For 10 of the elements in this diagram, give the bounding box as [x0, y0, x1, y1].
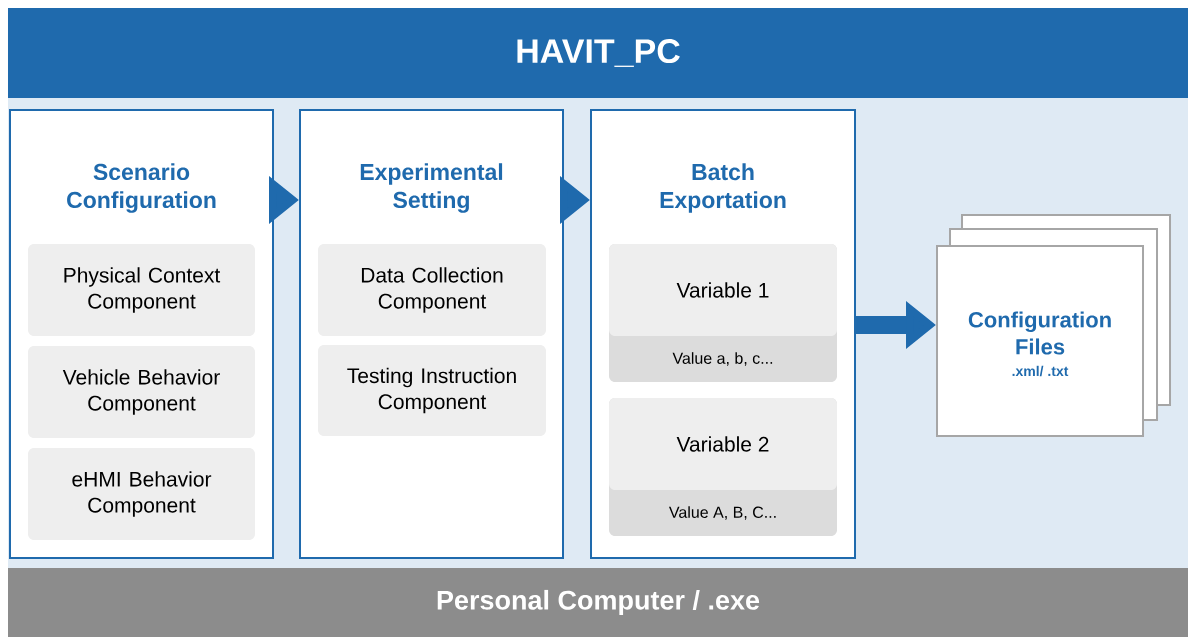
component-box: Physical Context Component [28, 244, 255, 336]
variable-box: Variable 1 Value a, b, c... [609, 244, 837, 382]
header-band: HAVIT_PC [8, 8, 1188, 98]
component-box: Data Collection Component [318, 244, 546, 336]
component-box: Testing Instruction Component [318, 345, 546, 436]
variable-box: Variable 2 Value A, B, C... [609, 398, 837, 536]
file-stack: Configuration Files .xml/ .txt [936, 214, 1171, 437]
component-box: eHMI Behavior Component [28, 448, 255, 540]
footer-band: Personal Computer / .exe [8, 568, 1188, 637]
component-box: Vehicle Behavior Component [28, 346, 255, 438]
